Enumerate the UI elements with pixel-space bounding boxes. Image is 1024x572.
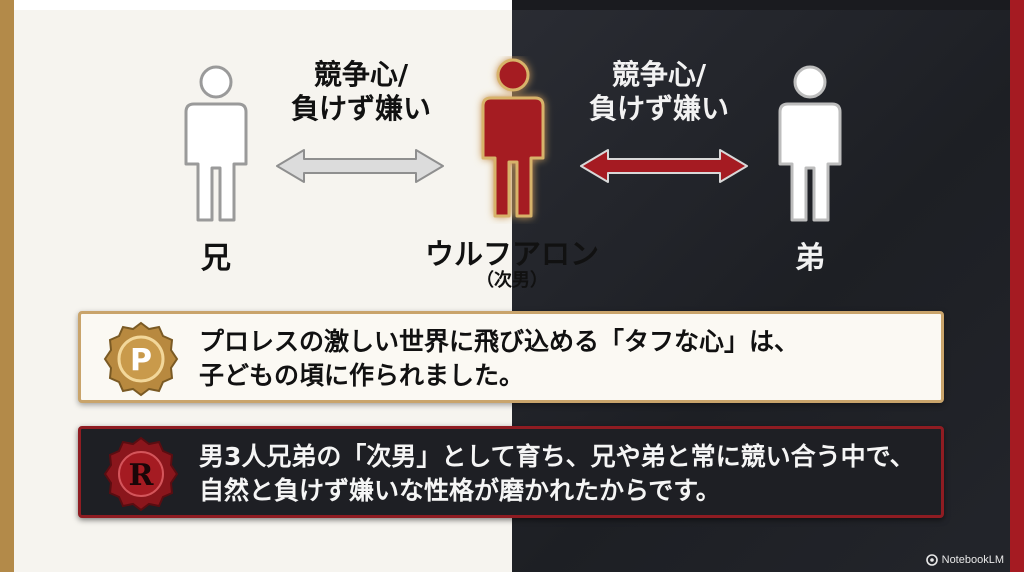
left-double-arrow-icon: [276, 149, 444, 183]
red-side-stripe: [1010, 0, 1024, 572]
point-card: P プロレスの激しい世界に飛び込める「タフな心」は、 子どもの頃に作られました。: [78, 311, 944, 403]
r-badge-letter: R: [129, 458, 155, 493]
p-badge-icon: P: [103, 321, 179, 397]
notebooklm-watermark: NotebookLM: [925, 554, 1004, 566]
top-border-right: [512, 0, 1010, 10]
wolf-aaron-label: ウルフアロン: [424, 237, 599, 271]
elder-brother-figure-icon: [184, 65, 248, 222]
elder-brother-label: 兄: [201, 241, 231, 276]
gold-side-stripe: [0, 0, 14, 572]
right-relation-line1: 競争心/: [611, 58, 707, 91]
p-badge-letter: P: [130, 343, 152, 378]
reason-card-text: 男3人兄弟の「次男」として育ち、兄や弟と常に競い合う中で、 自然と負けず嫌いな性…: [199, 440, 915, 508]
wolf-aaron-sublabel: （次男）: [476, 270, 548, 291]
watermark-text: NotebookLM: [941, 554, 1004, 566]
younger-brother-figure-icon: [778, 65, 842, 222]
left-relation-line1: 競争心/: [313, 58, 409, 91]
point-card-line2: 子どもの頃に作られました。: [199, 361, 525, 390]
reason-card: R 男3人兄弟の「次男」として育ち、兄や弟と常に競い合う中で、 自然と負けず嫌い…: [78, 426, 944, 518]
notebooklm-logo-icon: [925, 554, 938, 566]
right-relation-line2: 負けず嫌い: [588, 92, 729, 125]
younger-brother-label: 弟: [795, 241, 825, 276]
right-relation-text: 競争心/ 負けず嫌い: [584, 58, 734, 126]
left-relation-text: 競争心/ 負けず嫌い: [286, 58, 436, 126]
left-relation-line2: 負けず嫌い: [290, 92, 431, 125]
point-card-line1: プロレスの激しい世界に飛び込める「タフな心」は、: [199, 327, 800, 356]
reason-card-line1: 男3人兄弟の「次男」として育ち、兄や弟と常に競い合う中で、: [199, 442, 915, 471]
point-card-text: プロレスの激しい世界に飛び込める「タフな心」は、 子どもの頃に作られました。: [199, 325, 799, 393]
reason-card-line2: 自然と負けず嫌いな性格が磨かれたからです。: [199, 476, 721, 505]
right-double-arrow-icon: [580, 149, 748, 183]
top-border-left: [14, 0, 512, 10]
r-badge-icon: R: [103, 436, 179, 512]
wolf-aaron-figure-icon: [481, 58, 545, 218]
